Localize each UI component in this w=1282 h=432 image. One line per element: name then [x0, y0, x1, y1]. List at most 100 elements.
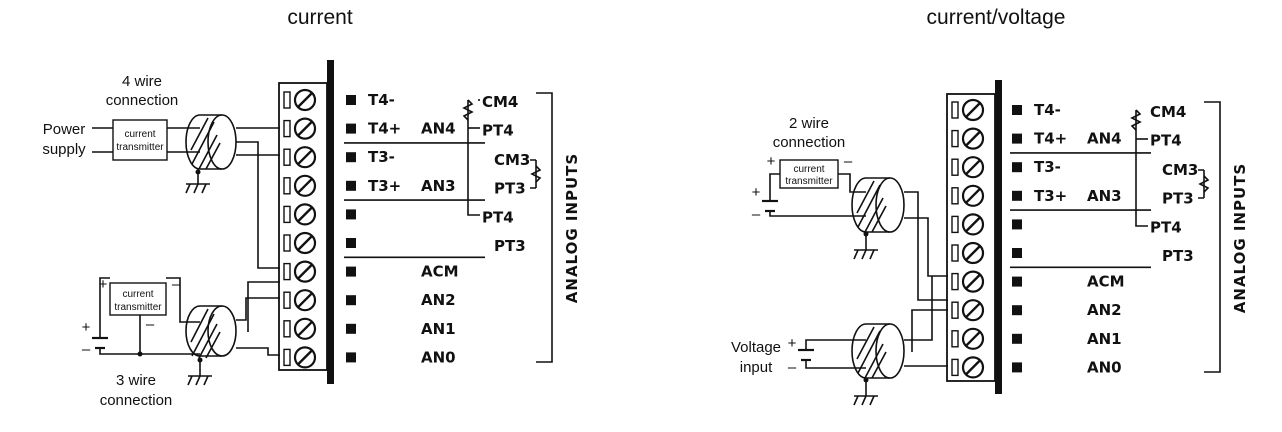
terminal-bullet	[1012, 219, 1022, 230]
ground-icon	[853, 231, 878, 260]
terminal-label: T4-	[368, 91, 395, 109]
transmitter-label-line1: current	[124, 129, 155, 140]
four-wire-label-line2: connection	[106, 92, 179, 109]
minus-sign: –	[82, 341, 91, 358]
terminal-bullet	[1012, 248, 1022, 258]
power-supply-label-line1: Power	[43, 121, 86, 138]
terminal-bullet	[346, 352, 356, 363]
terminal-bullet	[346, 266, 356, 277]
pt-label: CM3	[1162, 161, 1198, 179]
plus-sign: +	[788, 335, 797, 352]
terminal-screw-icon	[951, 241, 985, 265]
terminal-screw-icon	[951, 356, 985, 379]
plus-sign: +	[82, 319, 91, 336]
three-wire-connection: current transmitter + – – + –	[82, 276, 280, 409]
terminal-screw-icon	[283, 117, 317, 140]
terminal-label: T3-	[368, 148, 395, 166]
transmitter-label-line2: transmitter	[114, 302, 162, 313]
terminal-bullet	[346, 209, 356, 220]
two-wire-connection: 2 wire connection current transmitter + …	[752, 115, 948, 301]
terminal-bullet	[1012, 105, 1022, 115]
voltage-input-label-line2: input	[740, 359, 773, 376]
shielded-cable-icon	[851, 177, 905, 233]
terminal-bullet	[346, 323, 356, 334]
pt-label: PT4	[482, 208, 514, 226]
terminal-label: T3-	[1034, 158, 1061, 176]
channel-label: AN1	[421, 320, 456, 338]
shielded-cable-icon	[185, 305, 237, 359]
battery-icon: + –	[82, 298, 141, 358]
channel-label: ACM	[1087, 273, 1125, 291]
channel-label: AN0	[1087, 358, 1122, 376]
two-wire-label-line1: 2 wire	[789, 115, 829, 132]
shielded-cable-icon	[185, 114, 237, 170]
terminal-screw-icon	[283, 231, 317, 255]
three-wire-label-line2: connection	[100, 392, 173, 409]
pt-label: CM4	[482, 93, 518, 111]
terminal-bullet	[346, 123, 356, 134]
plus-sign: +	[99, 276, 108, 293]
minus-sign: –	[844, 153, 853, 170]
ground-icon	[187, 357, 212, 386]
ground-icon	[853, 377, 878, 406]
terminal-block	[278, 60, 334, 384]
four-wire-label-line1: 4 wire	[122, 73, 162, 90]
terminal-screw-icon	[283, 260, 317, 283]
terminal-label: T3+	[1034, 187, 1067, 205]
terminal-screw-icon	[283, 88, 317, 112]
terminal-label: T4-	[1034, 101, 1061, 119]
voltage-input-connection: Voltage input + –	[731, 276, 948, 406]
minus-sign: –	[788, 359, 797, 376]
panel-title: current	[287, 6, 353, 29]
battery-icon: + –	[752, 184, 866, 223]
channel-label: AN1	[1087, 330, 1122, 348]
channel-label: ACM	[421, 263, 459, 281]
analog-inputs-label: ANALOG INPUTS	[563, 153, 581, 303]
terminal-bullet	[346, 295, 356, 306]
channel-label: AN3	[1087, 187, 1122, 205]
terminal-bullet	[346, 95, 356, 105]
terminal-screw-icon	[283, 203, 317, 226]
ground-icon	[185, 169, 210, 194]
terminal-screw-icon	[283, 289, 317, 312]
channel-label: AN4	[1087, 130, 1122, 148]
terminal-bullet	[1012, 362, 1022, 373]
terminal-screw-icon	[951, 327, 985, 350]
terminal-screw-icon	[951, 213, 985, 236]
three-wire-label-line1: 3 wire	[116, 372, 156, 389]
transmitter-label-line2: transmitter	[785, 176, 833, 187]
terminal-screw-icon	[951, 270, 985, 293]
panel-title: current/voltage	[927, 6, 1066, 29]
terminal-bullet	[1012, 305, 1022, 316]
terminal-screw-icon	[951, 156, 985, 179]
channel-label: AN4	[421, 120, 456, 138]
pt-label: PT3	[494, 180, 526, 198]
terminal-bullet	[1012, 190, 1022, 201]
shielded-cable-icon	[851, 323, 905, 379]
pt-label: CM3	[494, 151, 530, 169]
pt-label: PT4	[1150, 218, 1182, 236]
terminal-bullet	[1012, 162, 1022, 173]
minus-sign: –	[752, 206, 761, 223]
minus-sign: –	[172, 276, 181, 293]
transmitter-label-line1: current	[122, 289, 153, 300]
pt-label: PT3	[494, 237, 526, 255]
plus-sign: +	[767, 153, 776, 170]
terminal-screw-icon	[951, 127, 985, 150]
transmitter-label-line2: transmitter	[116, 142, 164, 153]
terminal-label: T4+	[1034, 130, 1067, 148]
analog-inputs-label: ANALOG INPUTS	[1231, 163, 1249, 313]
terminal-block	[946, 80, 1002, 394]
terminal-screw-icon	[951, 184, 985, 207]
terminal-screw-icon	[283, 174, 317, 197]
terminal-bullet	[1012, 276, 1022, 287]
terminal-label: T4+	[368, 120, 401, 138]
transmitter-label-line1: current	[793, 164, 824, 175]
pt-label: CM4	[1150, 103, 1186, 121]
minus-sign: –	[146, 316, 155, 333]
